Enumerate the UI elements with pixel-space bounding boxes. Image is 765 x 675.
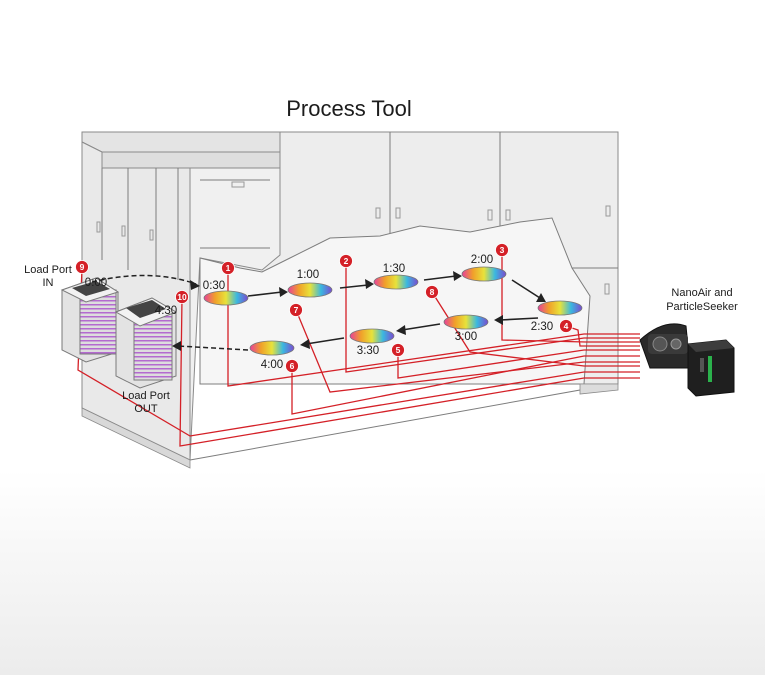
- station-time-4: 2:00: [471, 254, 493, 266]
- arrow-2-30-to-3-00: [499, 317, 539, 321]
- diagram-title: Process Tool: [286, 96, 412, 121]
- sample-point-badges: 1 2 3 4 5 6 7 8 9 10: [75, 243, 573, 373]
- housing-base: [579, 383, 619, 395]
- load-port-out-label-line2: OUT: [134, 403, 158, 415]
- sample-point-badge-1: 1: [221, 261, 235, 275]
- wafer-2: [287, 282, 333, 298]
- load-port-in-label-line2: IN: [43, 277, 54, 289]
- svg-text:6: 6: [290, 361, 295, 371]
- station-time-2: 1:00: [297, 269, 319, 281]
- svg-text:5: 5: [396, 345, 401, 355]
- arrowhead: [300, 339, 310, 349]
- load-port-in: [60, 277, 120, 363]
- sample-line-5: [397, 349, 640, 379]
- station-time-6: 3:00: [455, 331, 477, 343]
- svg-text:8: 8: [430, 287, 435, 297]
- svg-text:9: 9: [80, 262, 85, 272]
- arrow-0-30-to-1-00: [247, 291, 283, 297]
- arrow-2-00-to-2-30: [511, 279, 541, 299]
- module-base: [81, 407, 191, 469]
- arrowhead: [190, 280, 200, 290]
- wafer-1: [203, 290, 249, 306]
- wafer-4: [461, 266, 507, 282]
- sample-point-badge-5: 5: [391, 343, 405, 357]
- instrument-label-line2: ParticleSeeker: [666, 301, 738, 313]
- instrument-label-line1: NanoAir and: [671, 287, 732, 299]
- arrow-3-30-to-4-00: [305, 337, 345, 345]
- station-time-5: 2:30: [531, 321, 553, 333]
- station-time-9: 4:30: [155, 305, 177, 317]
- svg-text:7: 7: [294, 305, 299, 315]
- load-port-in-label-line1: Load Port: [24, 264, 72, 276]
- arrowhead: [279, 287, 288, 297]
- svg-text:3: 3: [500, 245, 505, 255]
- wafer-5: [537, 300, 583, 316]
- sample-line-2: [345, 262, 640, 373]
- wafer-flow-arrows: [91, 271, 546, 351]
- svg-text:1: 1: [226, 263, 231, 273]
- sample-point-badge-9: 9: [75, 260, 89, 274]
- arrowhead: [453, 271, 462, 281]
- station-time-labels: 0:00 0:30 1:00 1:30 2:00 2:30 3:00 3:30 4:00 4:30: [85, 254, 553, 371]
- sample-point-badge-10: 10: [175, 290, 189, 304]
- wafer-8: [249, 340, 295, 356]
- sample-point-badge-2: 2: [339, 254, 353, 268]
- station-time-8: 4:00: [261, 359, 283, 371]
- arrow-1-30-to-2-00: [423, 275, 457, 281]
- svg-text:4: 4: [564, 321, 569, 331]
- arrowhead: [396, 325, 406, 335]
- tool-interior-cutaway: [199, 217, 591, 385]
- load-port-out: [114, 297, 178, 389]
- arrow-4-00-to-out: [177, 345, 249, 351]
- nanoair-particleseeker-instrument: [639, 323, 735, 397]
- sample-line-1: [227, 270, 640, 387]
- svg-text:2: 2: [344, 256, 349, 266]
- sample-point-badge-7: 7: [289, 303, 303, 317]
- sample-point-badge-6: 6: [285, 359, 299, 373]
- wafer-6: [443, 314, 489, 330]
- load-port-out-label-line1: Load Port: [122, 390, 170, 402]
- arrowhead: [536, 293, 546, 302]
- arrow-1-00-to-1-30: [339, 284, 369, 289]
- sample-point-badge-8: 8: [425, 285, 439, 299]
- sample-point-badge-3: 3: [495, 243, 509, 257]
- sample-line-10: [179, 297, 640, 447]
- arrowhead: [494, 315, 503, 325]
- floor-shade: [0, 470, 765, 675]
- wafer-3: [373, 274, 419, 290]
- wafer-stations: [203, 266, 583, 356]
- station-time-3: 1:30: [383, 263, 405, 275]
- arrow-in-to-0-30: [91, 274, 197, 285]
- wafer-7: [349, 328, 395, 344]
- svg-text:10: 10: [177, 292, 187, 302]
- sample-line-3: [501, 250, 640, 343]
- arrow-3-00-to-3-30: [401, 323, 441, 331]
- station-time-7: 3:30: [357, 345, 379, 357]
- sample-point-badge-4: 4: [559, 319, 573, 333]
- station-time-1: 0:30: [203, 280, 225, 292]
- arrowhead: [172, 341, 181, 351]
- sample-line-7: [295, 309, 640, 393]
- station-time-0: 0:00: [85, 277, 107, 289]
- arrowhead: [365, 279, 374, 289]
- sample-line-6: [291, 355, 640, 415]
